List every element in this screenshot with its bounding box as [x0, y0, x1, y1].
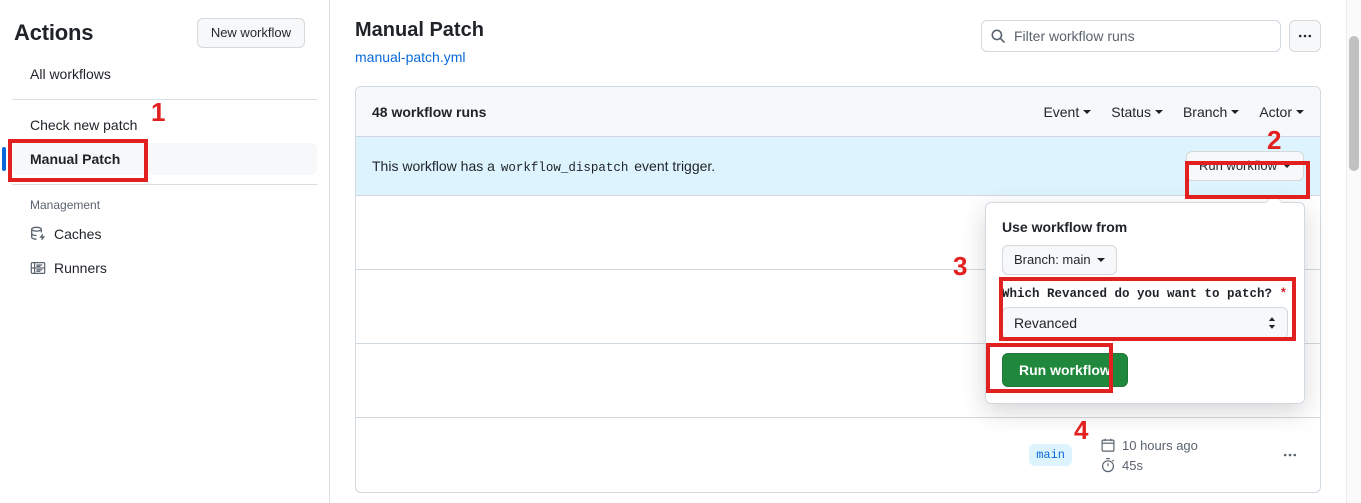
- filter-actor[interactable]: Actor: [1259, 104, 1304, 120]
- search-wrapper: [981, 20, 1281, 52]
- dispatch-notice-prefix: This workflow has a: [372, 157, 495, 174]
- submit-run-workflow-button[interactable]: Run workflow: [1002, 353, 1128, 387]
- scrollbar-thumb[interactable]: [1349, 36, 1359, 171]
- branch-selector-label: Branch: main: [1014, 252, 1091, 267]
- more-options-button[interactable]: [1289, 20, 1321, 52]
- stopwatch-icon: [1100, 457, 1116, 473]
- chevron-down-icon: [1083, 109, 1092, 114]
- filter-label: Event: [1043, 103, 1080, 120]
- new-workflow-button[interactable]: New workflow: [196, 18, 305, 48]
- sidebar-item-manual-patch[interactable]: Manual Patch: [2, 143, 317, 175]
- workflow-file-link[interactable]: manual-patch.yml: [355, 49, 466, 65]
- kebab-horizontal-icon: [1298, 34, 1312, 38]
- search-input[interactable]: [981, 20, 1281, 52]
- workflow-dispatch-banner: This workflow has a workflow_dispatch ev…: [356, 137, 1320, 196]
- run-workflow-popover: Use workflow from Branch: main Which Rev…: [985, 194, 1305, 404]
- workflow-input-field: Which Revanced do you want to patch? * R…: [1002, 287, 1288, 339]
- run-duration-text: 45s: [1122, 457, 1143, 473]
- sidebar-item-label: Runners: [54, 260, 107, 276]
- main-header: Manual Patch manual-patch.yml: [355, 0, 1321, 68]
- run-duration: 45s: [1100, 457, 1268, 473]
- revanced-select-value: Revanced: [1014, 315, 1078, 331]
- use-workflow-from-label: Use workflow from: [1002, 219, 1128, 235]
- branch-badge[interactable]: main: [1029, 444, 1072, 466]
- select-wrapper: Revanced: [1002, 307, 1288, 339]
- table-row[interactable]: main 10 hours ago: [356, 418, 1320, 492]
- chevron-down-icon: [1283, 164, 1291, 168]
- sidebar-section-management: Management: [30, 198, 101, 212]
- runs-filter-group: Event Status Branch Actor: [1043, 104, 1304, 120]
- page-scrollbar[interactable]: [1346, 0, 1361, 503]
- sidebar-item-label: Manual Patch: [30, 151, 121, 167]
- run-workflow-button-label: Run workflow: [1198, 158, 1277, 173]
- run-workflow-dropdown-button[interactable]: Run workflow: [1185, 151, 1304, 181]
- filter-branch[interactable]: Branch: [1182, 103, 1240, 120]
- filter-label: Branch: [1182, 103, 1228, 120]
- sidebar-divider-2: [12, 184, 317, 185]
- workflow-nav-list: All workflows Check new patch Manual Pat…: [0, 58, 329, 284]
- row-more-options-button[interactable]: [1276, 441, 1304, 469]
- sidebar-item-check-new-patch[interactable]: Check new patch: [12, 109, 317, 141]
- run-timestamp-text: 10 hours ago: [1122, 437, 1198, 453]
- filter-label: Actor: [1259, 103, 1292, 120]
- sidebar-header: Actions New workflow: [0, 0, 329, 56]
- sidebar-item-label: Check new patch: [30, 117, 138, 133]
- sidebar-item-all-workflows[interactable]: All workflows: [12, 58, 317, 90]
- sidebar-item-label: Caches: [54, 226, 102, 242]
- workflow-heading-group: Manual Patch manual-patch.yml: [355, 16, 484, 68]
- actions-sidebar: Actions New workflow All workflows Check…: [0, 0, 330, 503]
- workflow-title: Manual Patch: [355, 19, 484, 41]
- chevron-down-icon: [1154, 109, 1163, 114]
- branch-selector-button[interactable]: Branch: main: [1002, 245, 1117, 275]
- workflow-input-label-text: Which Revanced do you want to patch?: [1002, 287, 1273, 301]
- server-rack-icon: [30, 260, 46, 276]
- calendar-icon: [1100, 437, 1116, 453]
- kebab-horizontal-icon: [1283, 453, 1297, 457]
- run-timestamp: 10 hours ago: [1100, 437, 1268, 453]
- dispatch-notice-text: This workflow has a workflow_dispatch ev…: [372, 158, 715, 175]
- runs-panel-header: 48 workflow runs Event Status Branch: [356, 87, 1320, 137]
- revanced-select[interactable]: Revanced: [1002, 307, 1288, 339]
- dispatch-notice-suffix: event trigger.: [634, 157, 716, 174]
- filter-status[interactable]: Status: [1111, 104, 1163, 120]
- sidebar-divider-1: [12, 99, 317, 100]
- dispatch-event-code: workflow_dispatch: [500, 160, 629, 175]
- page-title: Actions: [14, 20, 94, 45]
- filter-event[interactable]: Event: [1043, 103, 1092, 120]
- run-meta-cell: 10 hours ago 45s: [1100, 437, 1268, 473]
- filter-label: Status: [1111, 103, 1151, 120]
- chevron-down-icon: [1096, 258, 1105, 262]
- workflow-runs-count: 48 workflow runs: [372, 103, 487, 120]
- sidebar-item-runners[interactable]: Runners: [12, 252, 317, 284]
- sidebar-item-caches[interactable]: Caches: [12, 218, 317, 250]
- workflow-input-label: Which Revanced do you want to patch? *: [1002, 287, 1288, 301]
- database-cache-icon: [30, 226, 46, 242]
- header-controls: [981, 20, 1321, 52]
- chevron-down-icon: [1231, 109, 1240, 114]
- sidebar-item-label: All workflows: [30, 66, 111, 82]
- chevron-down-icon: [1296, 109, 1304, 114]
- required-marker: *: [1279, 287, 1288, 301]
